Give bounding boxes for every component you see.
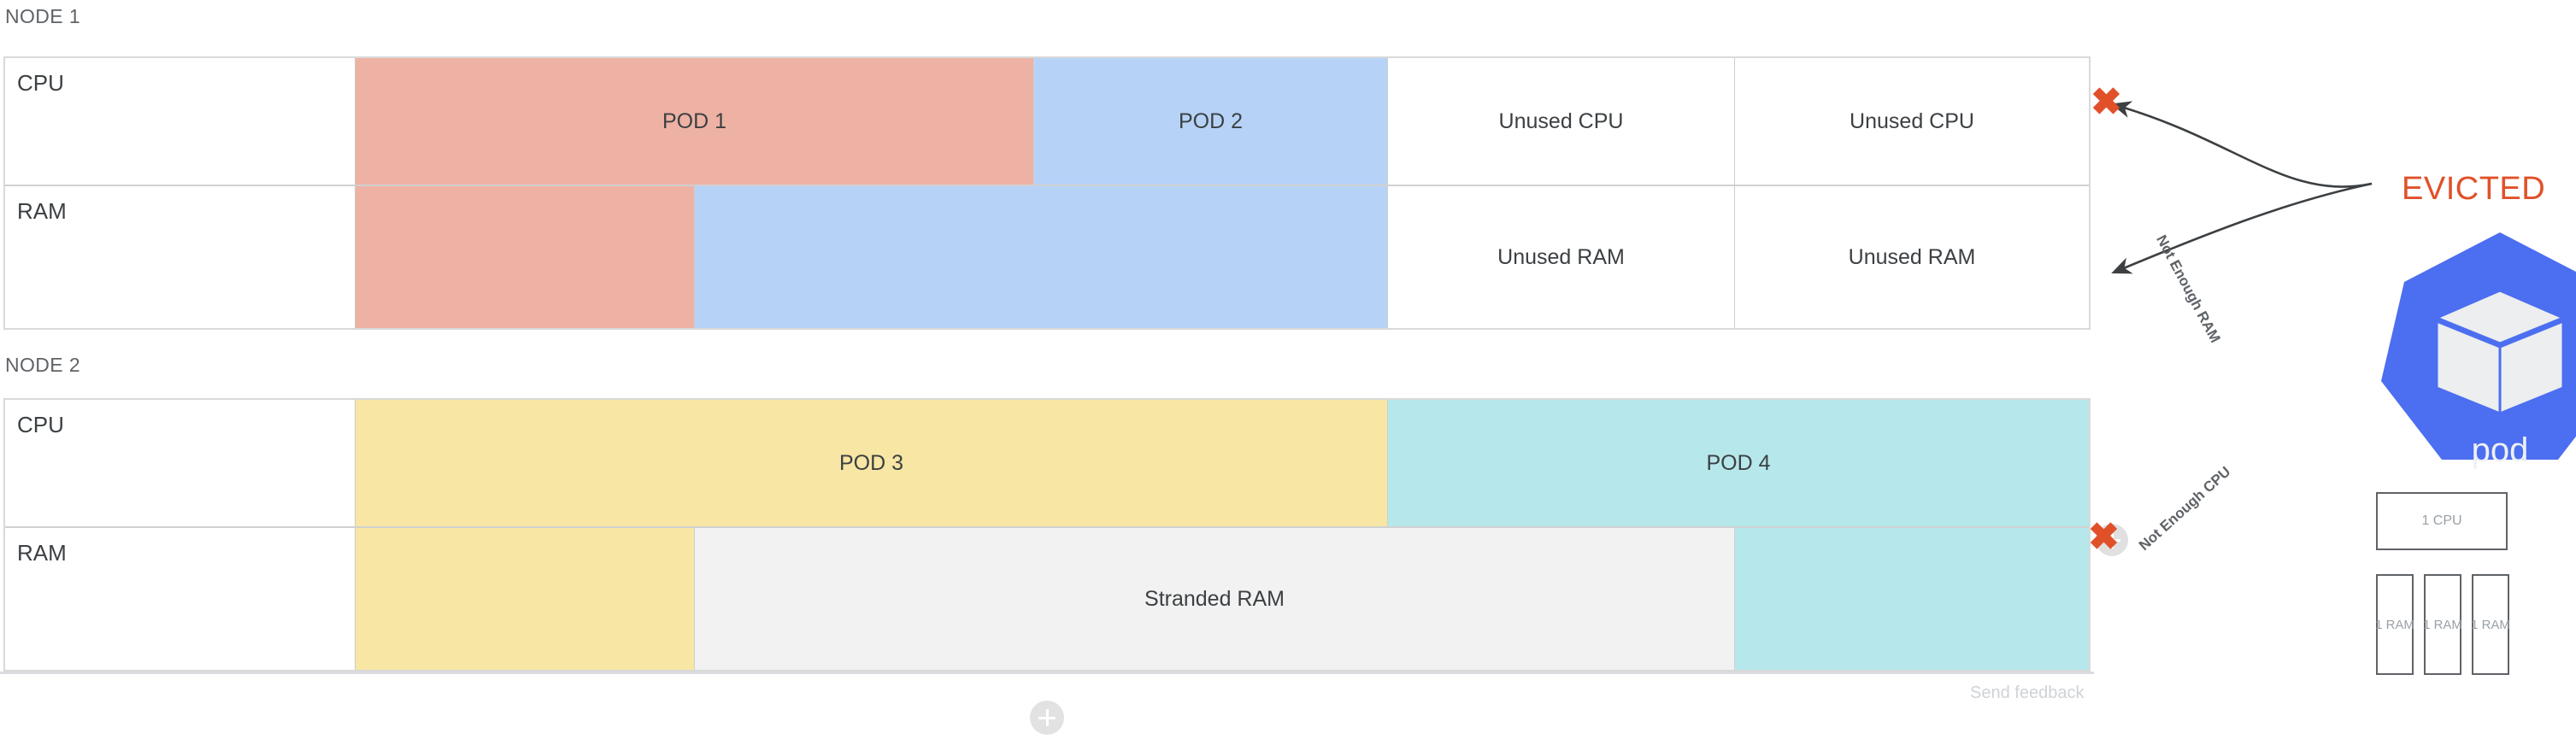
node-1-cpu-cell-unused-2[interactable]: Unused CPU bbox=[1735, 58, 2089, 185]
node-1-cpu-cell-unused-1[interactable]: Unused CPU bbox=[1388, 58, 1735, 185]
kubernetes-pod-icon[interactable]: pod bbox=[2380, 229, 2576, 477]
send-feedback-link[interactable]: Send feedback bbox=[1970, 683, 2085, 702]
node-2-cpu-cell-pod4[interactable]: POD 4 bbox=[1388, 400, 2089, 526]
node-2-cpu-row: CPU POD 3 POD 4 bbox=[5, 400, 2089, 528]
node-2-cpu-row-label: CPU bbox=[5, 400, 356, 526]
pod-request-ram-box-2[interactable]: 1 RAM bbox=[2423, 574, 2462, 675]
pod-hexagon-icon bbox=[2381, 232, 2576, 460]
pod-request-ram-box-3[interactable]: 1 RAM bbox=[2471, 574, 2510, 675]
node-1-cpu-cell-pod2[interactable]: POD 2 bbox=[1034, 58, 1388, 185]
node-1-ram-row-label: RAM bbox=[5, 186, 356, 328]
node-2-ram-row: RAM Stranded RAM bbox=[5, 528, 2089, 670]
node-1-cpu-row-label: CPU bbox=[5, 58, 356, 185]
edge-label-not-enough-cpu: Not Enough CPU bbox=[2136, 463, 2234, 554]
edge-label-not-enough-ram: Not Enough RAM bbox=[2153, 232, 2224, 346]
node-2-ram-cell-pod4[interactable] bbox=[1735, 528, 2089, 670]
node-1-cpu-cell-pod1[interactable]: POD 1 bbox=[356, 58, 1034, 185]
node-1-ram-cell-pod2[interactable] bbox=[695, 186, 1388, 328]
node-2-ram-cell-stranded[interactable]: Stranded RAM bbox=[695, 528, 1735, 670]
node-1-ram-cell-unused-2[interactable]: Unused RAM bbox=[1735, 186, 2089, 328]
add-element-button[interactable] bbox=[1030, 701, 1064, 735]
node-2-ram-row-label: RAM bbox=[5, 528, 356, 670]
node-2-table[interactable]: CPU POD 3 POD 4 RAM Stranded RAM bbox=[3, 398, 2091, 672]
node-2-label: NODE 2 bbox=[5, 354, 81, 376]
node-1-cpu-row: CPU POD 1 POD 2 Unused CPU Unused CPU bbox=[5, 58, 2089, 186]
pod-request-ram-box-1[interactable]: 1 RAM bbox=[2375, 574, 2414, 675]
add-node-hover-plus-icon[interactable] bbox=[2096, 524, 2128, 556]
evicted-status-badge: EVICTED bbox=[2402, 171, 2546, 207]
pod-request-cpu-box[interactable]: 1 CPU bbox=[2376, 492, 2508, 550]
node-1-label: NODE 1 bbox=[5, 5, 81, 27]
node-1-ram-row: RAM Unused RAM Unused RAM bbox=[5, 186, 2089, 328]
node-1-ram-cell-pod1[interactable] bbox=[356, 186, 695, 328]
not-enough-cpu-x-icon[interactable]: ✖ bbox=[2088, 516, 2120, 558]
node-2-cpu-cell-pod3[interactable]: POD 3 bbox=[356, 400, 1388, 526]
not-enough-ram-x-icon[interactable]: ✖ bbox=[2091, 81, 2122, 123]
node-2-ram-cell-pod3[interactable] bbox=[356, 528, 695, 670]
node-1-table[interactable]: CPU POD 1 POD 2 Unused CPU Unused CPU RA… bbox=[3, 56, 2091, 330]
node-1-ram-cell-unused-1[interactable]: Unused RAM bbox=[1388, 186, 1735, 328]
bottom-divider bbox=[0, 672, 2094, 674]
